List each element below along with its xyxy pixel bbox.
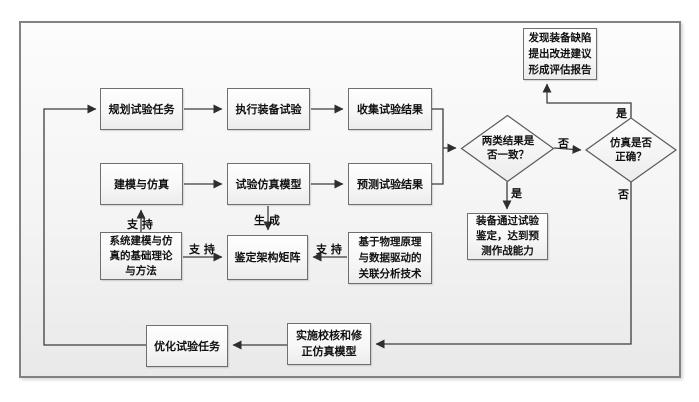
process-box-plan-test-task: 规划试验任务: [100, 88, 183, 130]
process-box-pass-appraisal: 装备通过试验 鉴定，达到预 测作战能力: [467, 213, 548, 260]
arrow-decision1-no-to-decision2: [553, 144, 582, 154]
box-label: 试验仿真模型: [235, 177, 302, 191]
box-label-line: 鉴定，达到预: [476, 230, 539, 242]
edge-label-yes-decision2: 是: [616, 107, 627, 120]
box-label-line: 基于物理原理: [358, 236, 422, 248]
box-label-line: 形成评估报告: [528, 64, 592, 76]
wire-collect-merge: [432, 108, 444, 148]
process-box-predict-test-results: 预测试验结果: [348, 163, 432, 205]
decision-simulation-correct-shape: [584, 117, 678, 183]
box-label-line: 真的基础理论: [109, 249, 173, 262]
box-label: 鉴定架构矩阵: [234, 251, 301, 264]
edge-label-support-modeling: 支 持: [127, 218, 153, 231]
edge-label-no-decision1: 否: [558, 137, 569, 150]
arrow-optimize-to-plan: [43, 104, 146, 346]
process-box-appraisal-matrix: 鉴定架构矩阵: [227, 235, 308, 280]
box-label: 执行装备试验: [235, 102, 302, 116]
wire-predict-merge: [432, 148, 444, 185]
arrow-decision2-yes-to-report: [542, 83, 632, 118]
process-box-execute-equipment-test: 执行装备试验: [227, 88, 310, 130]
box-label-line: 正仿真模型: [301, 345, 357, 358]
edge-label-support-matrix-left: 支 持: [189, 243, 215, 256]
box-label-line: 关联分析技术: [358, 268, 422, 280]
decision-simulation-correct-label: 仿真是否 正确？: [586, 136, 676, 164]
process-box-optimize-test-task: 优化试验任务: [146, 325, 228, 367]
box-label: 预测试验结果: [357, 177, 423, 191]
decision-results-consistent-shape: [460, 114, 555, 183]
box-label-line: 提出改进建议: [528, 48, 592, 60]
process-box-collect-test-results: 收集试验结果: [348, 88, 432, 130]
decision-label-line: 否一致？: [487, 149, 529, 161]
process-box-modeling-simulation: 建模与仿真: [100, 163, 183, 205]
box-label: 优化试验任务: [154, 339, 220, 353]
process-box-correlation-tech: 基于物理原理 与数据驱动的 关联分析技术: [348, 232, 432, 284]
edge-label-support-matrix-right: 支 持: [316, 243, 342, 256]
edge-label-generate: 生 成: [254, 214, 280, 227]
process-box-verify-correct-model: 实施校核和修 正仿真模型: [287, 323, 371, 365]
box-label-line: 实施校核和修: [296, 329, 362, 342]
edge-label-yes-decision1: 是: [511, 187, 522, 200]
process-box-test-simulation-model: 试验仿真模型: [227, 163, 310, 205]
process-box-defect-report: 发现装备缺陷 提出改进建议 形成评估报告: [523, 28, 597, 80]
box-label-line: 系统建模与仿: [109, 234, 173, 247]
box-label-line: 发现装备缺陷: [528, 32, 592, 44]
process-box-theory-methods: 系统建模与仿 真的基础理论 与方法: [100, 232, 182, 280]
box-label-line: 与数据驱动的: [358, 252, 422, 264]
decision-label-line: 正确？: [615, 151, 647, 163]
box-label-line: 测作战能力: [481, 245, 534, 257]
decision-results-consistent-label: 两类结果是 否一致？: [462, 134, 554, 162]
decision-label-line: 仿真是否: [610, 137, 652, 149]
box-label: 建模与仿真: [114, 177, 169, 191]
box-label: 收集试验结果: [357, 102, 423, 116]
box-label: 规划试验任务: [108, 102, 175, 116]
edge-label-no-decision2: 否: [618, 188, 629, 201]
arrow-decision2-no-to-verify: [375, 182, 632, 349]
box-label-line: 装备通过试验: [476, 215, 539, 227]
decision-label-line: 两类结果是: [481, 135, 535, 147]
box-label-line: 与方法: [125, 264, 157, 277]
